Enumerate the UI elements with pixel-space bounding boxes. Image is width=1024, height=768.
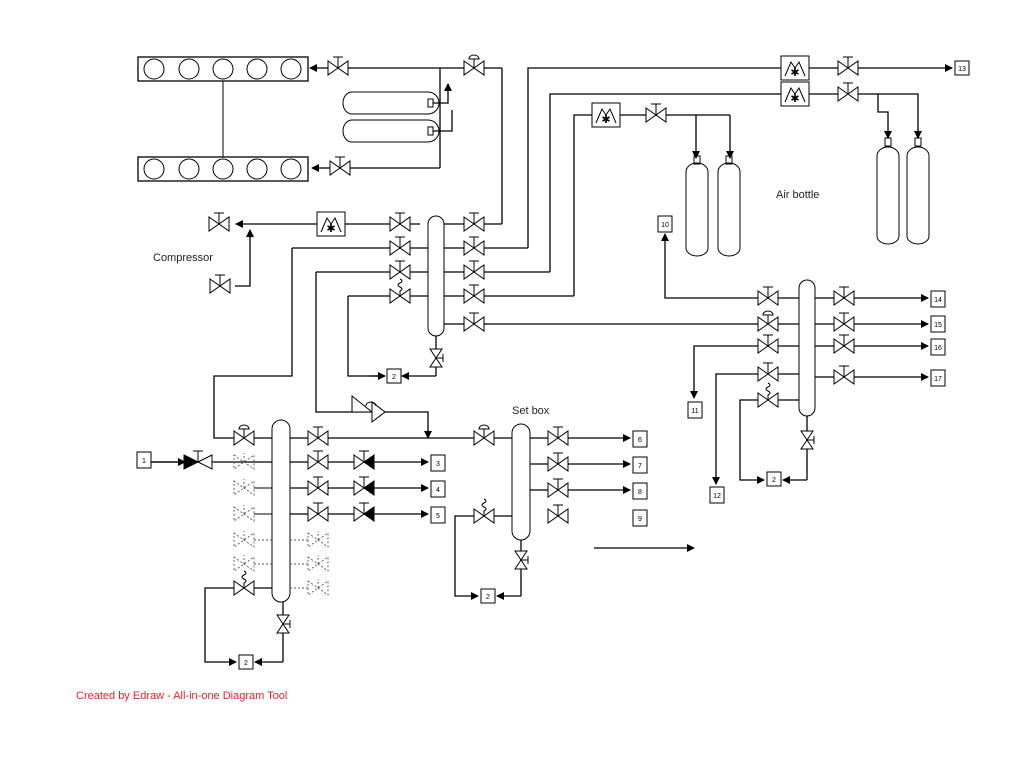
right-out-valve-14[interactable] [833,286,855,306]
valve-to-air-bottles-right[interactable] [837,82,859,102]
setbox-drain-valve[interactable] [514,550,529,570]
lower-valve-5[interactable] [307,502,329,522]
setbox-valve-8[interactable] [547,478,569,498]
svg-text:12: 12 [713,493,721,500]
filter-top-1 [780,55,810,81]
terminal-2-upper [386,368,402,384]
setbox-spring-valve[interactable] [473,498,495,524]
lower-spring-valve[interactable] [233,570,255,596]
compressor-valve[interactable] [209,274,231,294]
manifold-inlet-valve-3[interactable] [389,260,411,280]
lower-drain-valve[interactable] [276,614,291,634]
engine-control-valve[interactable] [463,54,485,76]
manifold-valve-a[interactable] [463,212,485,232]
svg-text:9: 9 [638,516,642,523]
svg-text:14: 14 [934,297,942,304]
pressure-relief-valve[interactable] [351,394,386,424]
compressor-label: Compressor [153,252,213,264]
svg-text:4: 4 [436,487,440,494]
lower-inlet-control-valve[interactable] [233,424,255,446]
valve-to-air-bottles-left[interactable] [645,103,667,123]
svg-text:2: 2 [392,374,396,381]
right-drain-valve[interactable] [800,430,815,450]
svg-text:3: 3 [436,461,440,468]
lower-check-valve-3[interactable] [353,450,375,470]
svg-text:13: 13 [958,66,966,73]
right-control-valve[interactable] [757,310,779,332]
svg-text:2: 2 [244,660,248,667]
manifold-valve-e[interactable] [463,312,485,332]
right-manifold [798,279,816,417]
engine-block-bottom [137,156,309,182]
lower-valve-4[interactable] [307,476,329,496]
air-bottle-label: Air bottle [776,189,819,201]
compressor-outlet-valve[interactable] [208,212,230,232]
right-spring-valve[interactable] [757,382,779,408]
lower-manifold [271,419,291,603]
svg-text:7: 7 [638,463,642,470]
manifold-spring-valve[interactable] [389,278,411,304]
right-valve-to-12[interactable] [757,362,779,382]
lower-valve-to-setbox[interactable] [307,426,329,446]
engine-top-valve[interactable] [327,56,349,76]
svg-text:15: 15 [934,322,942,329]
filter-top-2 [780,81,810,107]
manifold-inlet-valve-2[interactable] [389,236,411,256]
set-box-label: Set box [512,405,550,417]
svg-text:10: 10 [661,222,669,229]
svg-text:6: 6 [638,437,642,444]
svg-text:5: 5 [436,513,440,520]
svg-text:8: 8 [638,489,642,496]
lower-valve-3[interactable] [307,450,329,470]
right-valve-to-10[interactable] [757,286,779,306]
svg-text:2: 2 [772,477,776,484]
right-out-valve-16[interactable] [833,334,855,354]
svg-text:2: 2 [486,594,490,601]
svg-text:11: 11 [691,408,698,415]
engine-bottom-valve[interactable] [329,156,351,176]
compressor-filter [316,211,346,237]
lower-check-valve-4[interactable] [353,476,375,496]
right-valve-to-11[interactable] [757,334,779,354]
svg-text:16: 16 [934,345,942,352]
valve-to-13[interactable] [837,56,859,76]
right-out-valve-15[interactable] [833,312,855,332]
right-out-valve-17[interactable] [833,365,855,385]
optional-valves-right [307,530,329,596]
manifold-valve-d[interactable] [463,284,485,304]
manifold-valve-c[interactable] [463,260,485,280]
inlet-check-valve[interactable] [183,450,213,470]
setbox-valve-6[interactable] [547,426,569,446]
optional-valves-left [233,452,255,572]
set-box-manifold [511,423,531,541]
svg-text:1: 1 [142,458,146,465]
manifold-valve-b[interactable] [463,236,485,256]
filter-mid [591,102,621,128]
air-bottles [685,137,930,257]
svg-text:17: 17 [934,376,942,383]
manifold-inlet-valve-1[interactable] [389,212,411,232]
setbox-valve-7[interactable] [547,452,569,472]
credit-text: Created by Edraw - All-in-one Diagram To… [76,690,288,702]
lower-check-valve-5[interactable] [353,502,375,522]
upper-manifold [427,215,445,337]
engine-block-top [137,56,309,82]
setbox-valve-9[interactable] [547,504,569,524]
upper-drain-valve[interactable] [429,348,444,368]
setbox-inlet-control-valve[interactable] [473,424,495,446]
horizontal-air-bottles [342,91,440,143]
